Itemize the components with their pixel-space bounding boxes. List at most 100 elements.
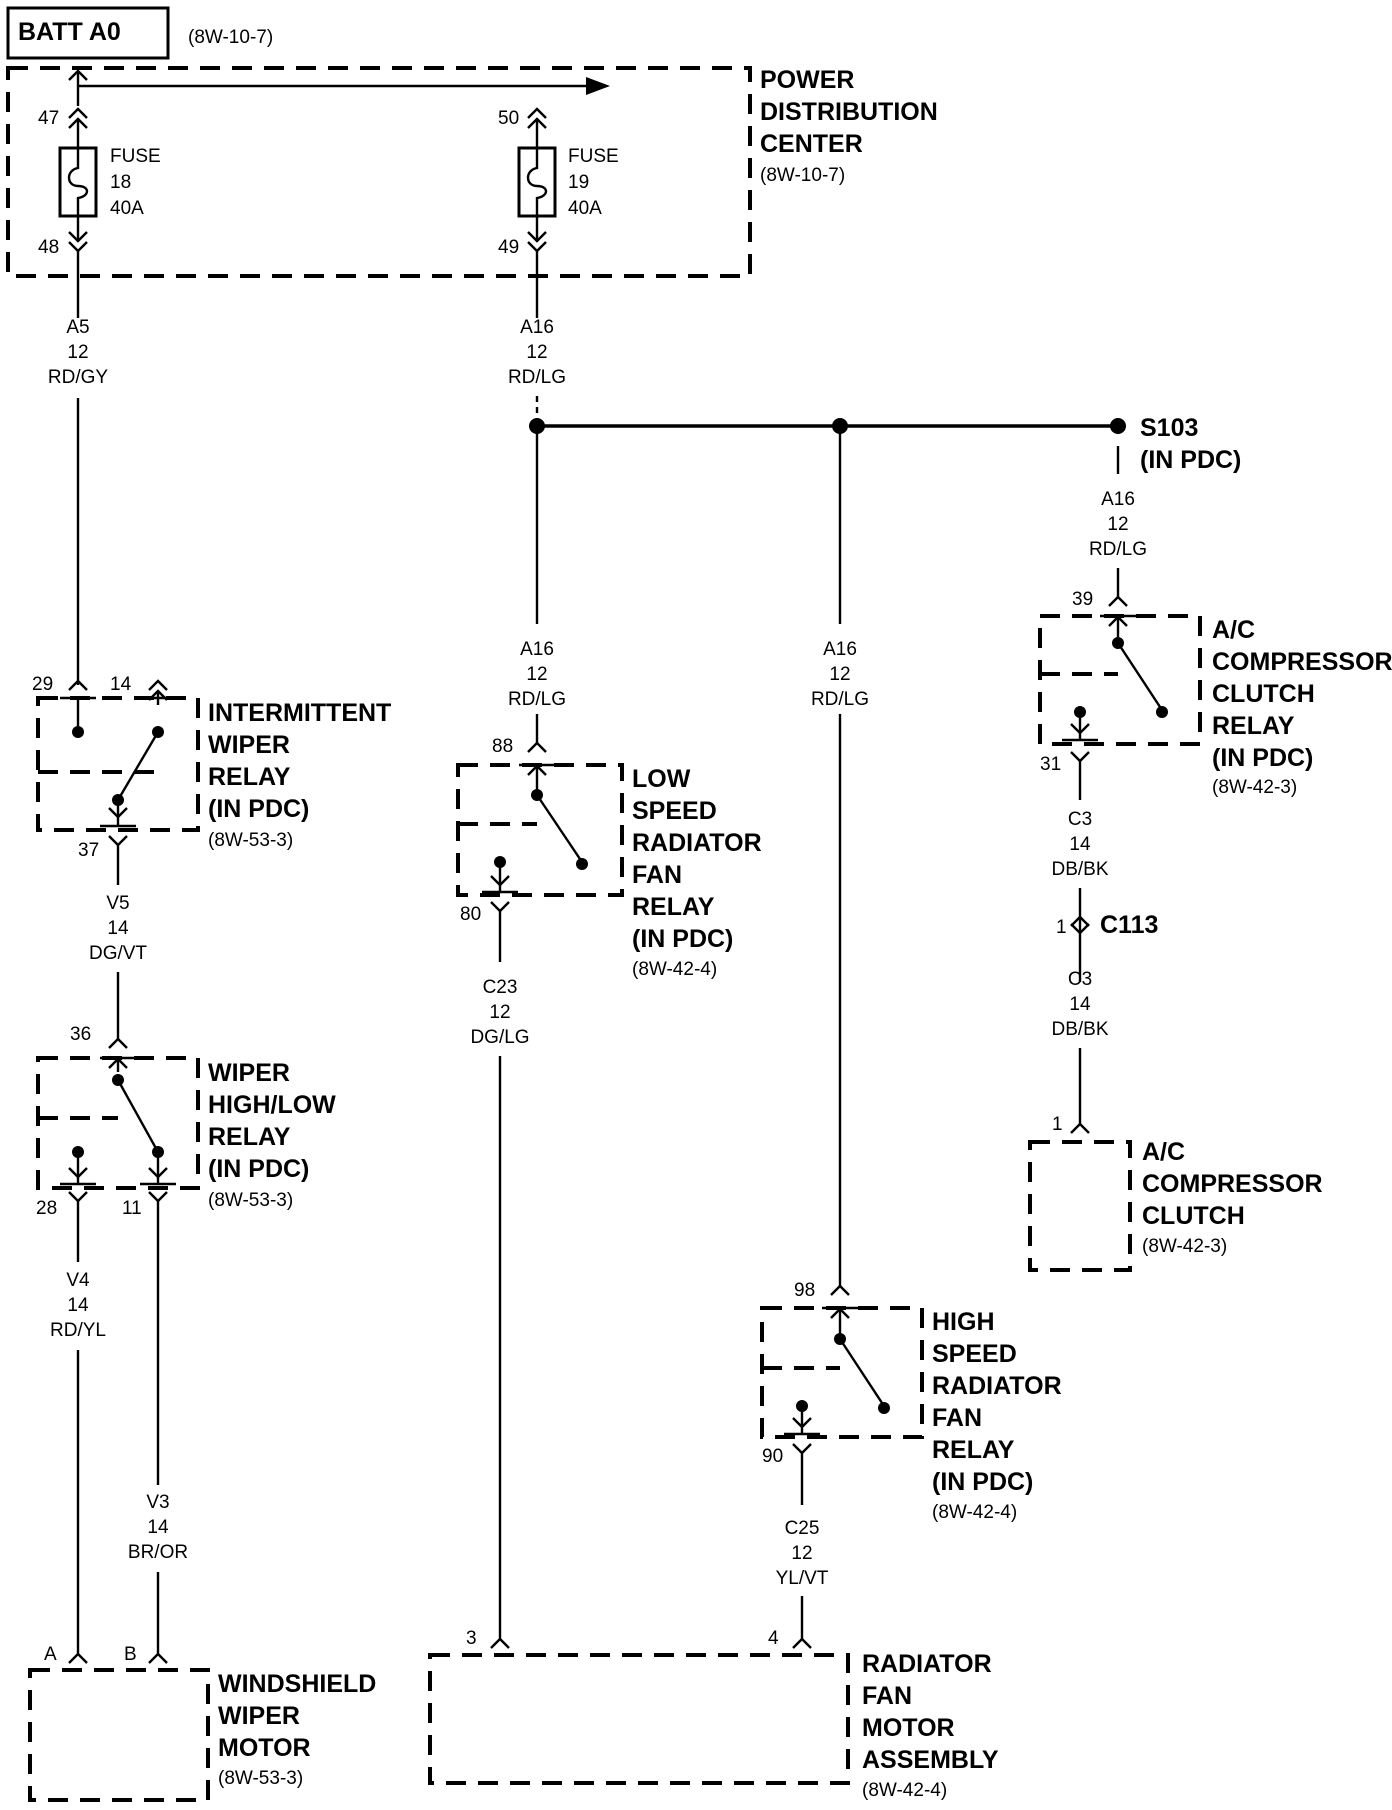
wire-c3-top-color: DB/BK bbox=[1051, 859, 1108, 880]
wire-label-c3-top: C3 14 DB/BK bbox=[1051, 809, 1108, 880]
highlow-relay-title-4: (IN PDC) bbox=[208, 1155, 309, 1183]
wire-c3-bottom-gauge: 14 bbox=[1069, 994, 1091, 1015]
wire-c23-circuit: C23 bbox=[483, 977, 518, 998]
fan-motor-title-2: FAN bbox=[862, 1682, 912, 1710]
fuse19-pin-in: 50 bbox=[498, 108, 519, 129]
wire-v5-circuit: V5 bbox=[106, 893, 129, 914]
wire-c23-color: DG/LG bbox=[470, 1027, 529, 1048]
high-relay-title-5: RELAY bbox=[932, 1436, 1015, 1464]
wire-a5-gauge: 12 bbox=[67, 342, 88, 363]
ac-clutch-title-2: COMPRESSOR bbox=[1142, 1170, 1323, 1198]
wire-a16-low-gauge: 12 bbox=[526, 664, 547, 685]
ac-clutch-ref: (8W-42-3) bbox=[1142, 1236, 1227, 1257]
power-distribution-center: POWER DISTRIBUTION CENTER (8W-10-7) 47 4… bbox=[6, 66, 938, 278]
wiper-motor-ref: (8W-53-3) bbox=[218, 1768, 303, 1789]
fuse19-rating: 40A bbox=[568, 198, 602, 219]
ac-relay-pin-39: 39 bbox=[1072, 589, 1093, 610]
high-relay-title-1: HIGH bbox=[932, 1308, 995, 1336]
batt-a0-ref: (8W-10-7) bbox=[188, 27, 273, 48]
windshield-wiper-motor: A B WINDSHIELD WIPER MOTOR (8W-53-3) bbox=[28, 1644, 376, 1802]
wire-v5-gauge: 14 bbox=[107, 918, 129, 939]
wire-a16-s103-color: RD/LG bbox=[1089, 539, 1147, 560]
wire-a16-high-gauge: 12 bbox=[829, 664, 850, 685]
ac-relay-title-5: (IN PDC) bbox=[1212, 744, 1313, 772]
batt-a0-label: BATT A0 bbox=[18, 18, 121, 46]
low-relay-pin-80: 80 bbox=[460, 904, 481, 925]
wiper-high-low-relay: 36 28 11 WIPER HIGH/LOW RELAY (IN PDC) (… bbox=[36, 1024, 336, 1219]
fuse19-number: 19 bbox=[568, 172, 589, 193]
low-relay-title-3: RADIATOR bbox=[632, 829, 762, 857]
high-relay-pin-90: 90 bbox=[762, 1446, 783, 1467]
fuse-19: 50 49 FUSE 19 40A bbox=[498, 107, 619, 258]
fuse18-rating: 40A bbox=[110, 198, 144, 219]
low-relay-title-4: FAN bbox=[632, 861, 682, 889]
wire-a16-low-color: RD/LG bbox=[508, 689, 566, 710]
connector-c113: 1 C113 bbox=[1056, 911, 1158, 939]
intermittent-relay-title-1: INTERMITTENT bbox=[208, 699, 391, 727]
fan-motor-title-1: RADIATOR bbox=[862, 1650, 992, 1678]
low-speed-fan-relay: 88 80 LOW SPEED RADIATOR FAN RELAY (IN P… bbox=[456, 736, 762, 980]
wire-v3-color: BR/OR bbox=[128, 1542, 188, 1563]
ac-relay-title-2: COMPRESSOR bbox=[1212, 648, 1392, 676]
wire-c3-bottom-color: DB/BK bbox=[1051, 1019, 1108, 1040]
ac-relay-title-1: A/C bbox=[1212, 616, 1255, 644]
wire-c3-top-circuit: C3 bbox=[1068, 809, 1092, 830]
high-speed-fan-relay: 98 90 HIGH SPEED RADIATOR FAN RELAY (IN … bbox=[760, 1280, 1062, 1523]
wire-v4-circuit: V4 bbox=[66, 1270, 90, 1291]
wire-v3-circuit: V3 bbox=[146, 1492, 169, 1513]
ac-clutch-title-3: CLUTCH bbox=[1142, 1202, 1245, 1230]
fuse18-pin-in: 47 bbox=[38, 108, 59, 129]
wire-label-c23: C23 12 DG/LG bbox=[470, 977, 529, 1048]
high-relay-title-4: FAN bbox=[932, 1404, 982, 1432]
wiper-motor-pin-b: B bbox=[124, 1644, 137, 1665]
wire-label-a16-high: A16 12 RD/LG bbox=[811, 639, 869, 710]
wire-c23-gauge: 12 bbox=[489, 1002, 510, 1023]
wire-a5-color: RD/GY bbox=[48, 367, 109, 388]
wire-c3-top-gauge: 14 bbox=[1069, 834, 1091, 855]
highlow-relay-pin-28: 28 bbox=[36, 1198, 57, 1219]
high-relay-ref: (8W-42-4) bbox=[932, 1502, 1017, 1523]
highlow-relay-title-2: HIGH/LOW bbox=[208, 1091, 336, 1119]
wiper-motor-title-2: WIPER bbox=[218, 1702, 300, 1730]
batt-a0-header: BATT A0 (8W-10-7) bbox=[6, 6, 273, 60]
wire-a16-top-gauge: 12 bbox=[526, 342, 547, 363]
wire-v3-gauge: 14 bbox=[147, 1517, 169, 1538]
fuse19-label: FUSE bbox=[568, 146, 619, 167]
wire-a16-s103-circuit: A16 bbox=[1101, 489, 1135, 510]
fan-motor-pin-3: 3 bbox=[466, 1628, 477, 1649]
wire-label-v3: V3 14 BR/OR bbox=[128, 1492, 188, 1563]
intermittent-relay-pin-14: 14 bbox=[110, 674, 132, 695]
ac-relay-ref: (8W-42-3) bbox=[1212, 777, 1297, 798]
highlow-relay-title-1: WIPER bbox=[208, 1059, 290, 1087]
connector-c113-pin: 1 bbox=[1056, 917, 1067, 938]
intermittent-relay-title-4: (IN PDC) bbox=[208, 795, 309, 823]
wiper-motor-pin-a: A bbox=[44, 1644, 57, 1665]
wire-a16-s103-gauge: 12 bbox=[1107, 514, 1128, 535]
pdc-title-3: CENTER bbox=[760, 130, 863, 158]
connector-c113-name: C113 bbox=[1100, 911, 1158, 939]
splice-s103-location: (IN PDC) bbox=[1140, 446, 1241, 474]
bus-arrow-icon bbox=[586, 77, 610, 95]
wire-c25-color: YL/VT bbox=[776, 1568, 829, 1589]
fuse19-pin-out: 49 bbox=[498, 237, 519, 258]
wire-c25-gauge: 12 bbox=[791, 1543, 812, 1564]
wire-label-c3-bottom: C3 14 DB/BK bbox=[1051, 969, 1108, 1040]
radiator-fan-motor-assembly: 3 4 RADIATOR FAN MOTOR ASSEMBLY (8W-42-4… bbox=[428, 1628, 999, 1801]
intermittent-relay-ref: (8W-53-3) bbox=[208, 830, 293, 851]
high-relay-pin-98: 98 bbox=[794, 1280, 815, 1301]
low-relay-pin-88: 88 bbox=[492, 736, 513, 757]
wire-label-a5: A5 12 RD/GY bbox=[48, 317, 109, 388]
wire-v4-color: RD/YL bbox=[50, 1320, 106, 1341]
splice-s103-name: S103 bbox=[1140, 414, 1198, 442]
wire-c25-circuit: C25 bbox=[785, 1518, 820, 1539]
fuse18-pin-out: 48 bbox=[38, 237, 59, 258]
wire-label-a16-low: A16 12 RD/LG bbox=[508, 639, 566, 710]
wire-a16-top-color: RD/LG bbox=[508, 367, 566, 388]
fuse18-number: 18 bbox=[110, 172, 131, 193]
intermittent-relay-title-2: WIPER bbox=[208, 731, 290, 759]
ac-compressor-clutch-relay: 39 31 A/C COMPRESSOR CLUTCH RELAY (IN PD… bbox=[1038, 589, 1392, 798]
intermittent-wiper-relay: 29 14 37 INTERMITTENT WIPER RELAY (IN PD… bbox=[32, 674, 391, 861]
intermittent-relay-pin-37: 37 bbox=[78, 840, 99, 861]
fan-motor-pin-4: 4 bbox=[768, 1628, 779, 1649]
